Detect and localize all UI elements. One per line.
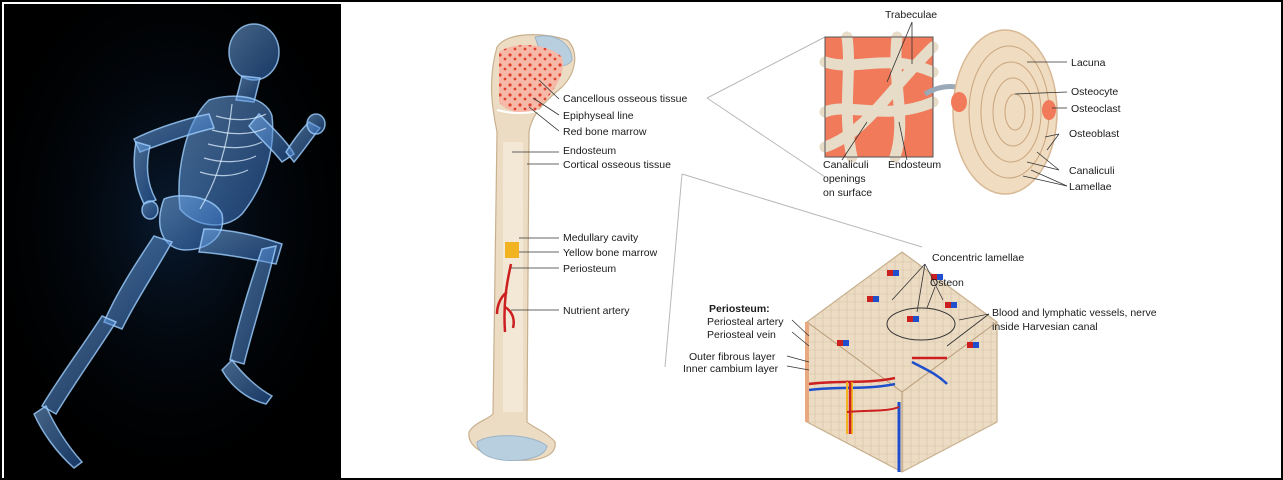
- osteon-cross-section: [951, 30, 1057, 194]
- compact-bone-block: [807, 252, 997, 472]
- label-trabeculae: Trabeculae: [885, 9, 937, 21]
- label-concentric-lamellae: Concentric lamellae: [932, 252, 1024, 264]
- label-yellow-bone-marrow: Yellow bone marrow: [563, 247, 658, 259]
- trabeculae-panel: [825, 37, 933, 157]
- label-osteoblast: Osteoblast: [1069, 128, 1119, 140]
- label-cortical-tissue: Cortical osseous tissue: [563, 159, 671, 171]
- label-osteoclast: Osteoclast: [1071, 103, 1121, 115]
- label-periosteum: Periosteum: [563, 263, 616, 275]
- label-canaliculi: Canaliculi: [1069, 165, 1115, 177]
- label-canaliculi-openings-3: on surface: [823, 187, 872, 199]
- label-endosteum: Endosteum: [563, 145, 616, 157]
- label-canaliculi-openings-1: Canaliculi: [823, 159, 869, 171]
- label-osteocyte: Osteocyte: [1071, 86, 1118, 98]
- label-vessels-line-2: inside Harvesian canal: [992, 321, 1098, 333]
- runner-skeleton-illustration: [4, 4, 341, 480]
- label-periosteal-artery: Periosteal artery: [707, 316, 784, 328]
- label-periosteal-vein: Periosteal vein: [707, 329, 776, 341]
- runner-xray-image: [4, 4, 341, 480]
- bone-structure-diagram: Cancellous osseous tissue Epiphyseal lin…: [347, 2, 1281, 480]
- label-nutrient-artery: Nutrient artery: [563, 305, 630, 317]
- label-red-bone-marrow: Red bone marrow: [563, 126, 647, 138]
- label-medullary-cavity: Medullary cavity: [563, 232, 639, 244]
- label-inner-cambium-layer: Inner cambium layer: [683, 363, 779, 375]
- label-osteon: Osteon: [930, 277, 964, 289]
- label-lamellae: Lamellae: [1069, 181, 1112, 193]
- label-lacuna: Lacuna: [1071, 57, 1106, 69]
- label-canaliculi-openings-2: openings: [823, 173, 866, 185]
- label-periosteum-heading: Periosteum:: [709, 303, 770, 315]
- label-vessels-line-1: Blood and lymphatic vessels, nerve: [992, 307, 1157, 319]
- label-cancellous-tissue: Cancellous osseous tissue: [563, 93, 687, 105]
- label-outer-fibrous-layer: Outer fibrous layer: [689, 351, 776, 363]
- label-trabeculae-endosteum: Endosteum: [888, 159, 941, 171]
- label-epiphyseal-line: Epiphyseal line: [563, 110, 634, 122]
